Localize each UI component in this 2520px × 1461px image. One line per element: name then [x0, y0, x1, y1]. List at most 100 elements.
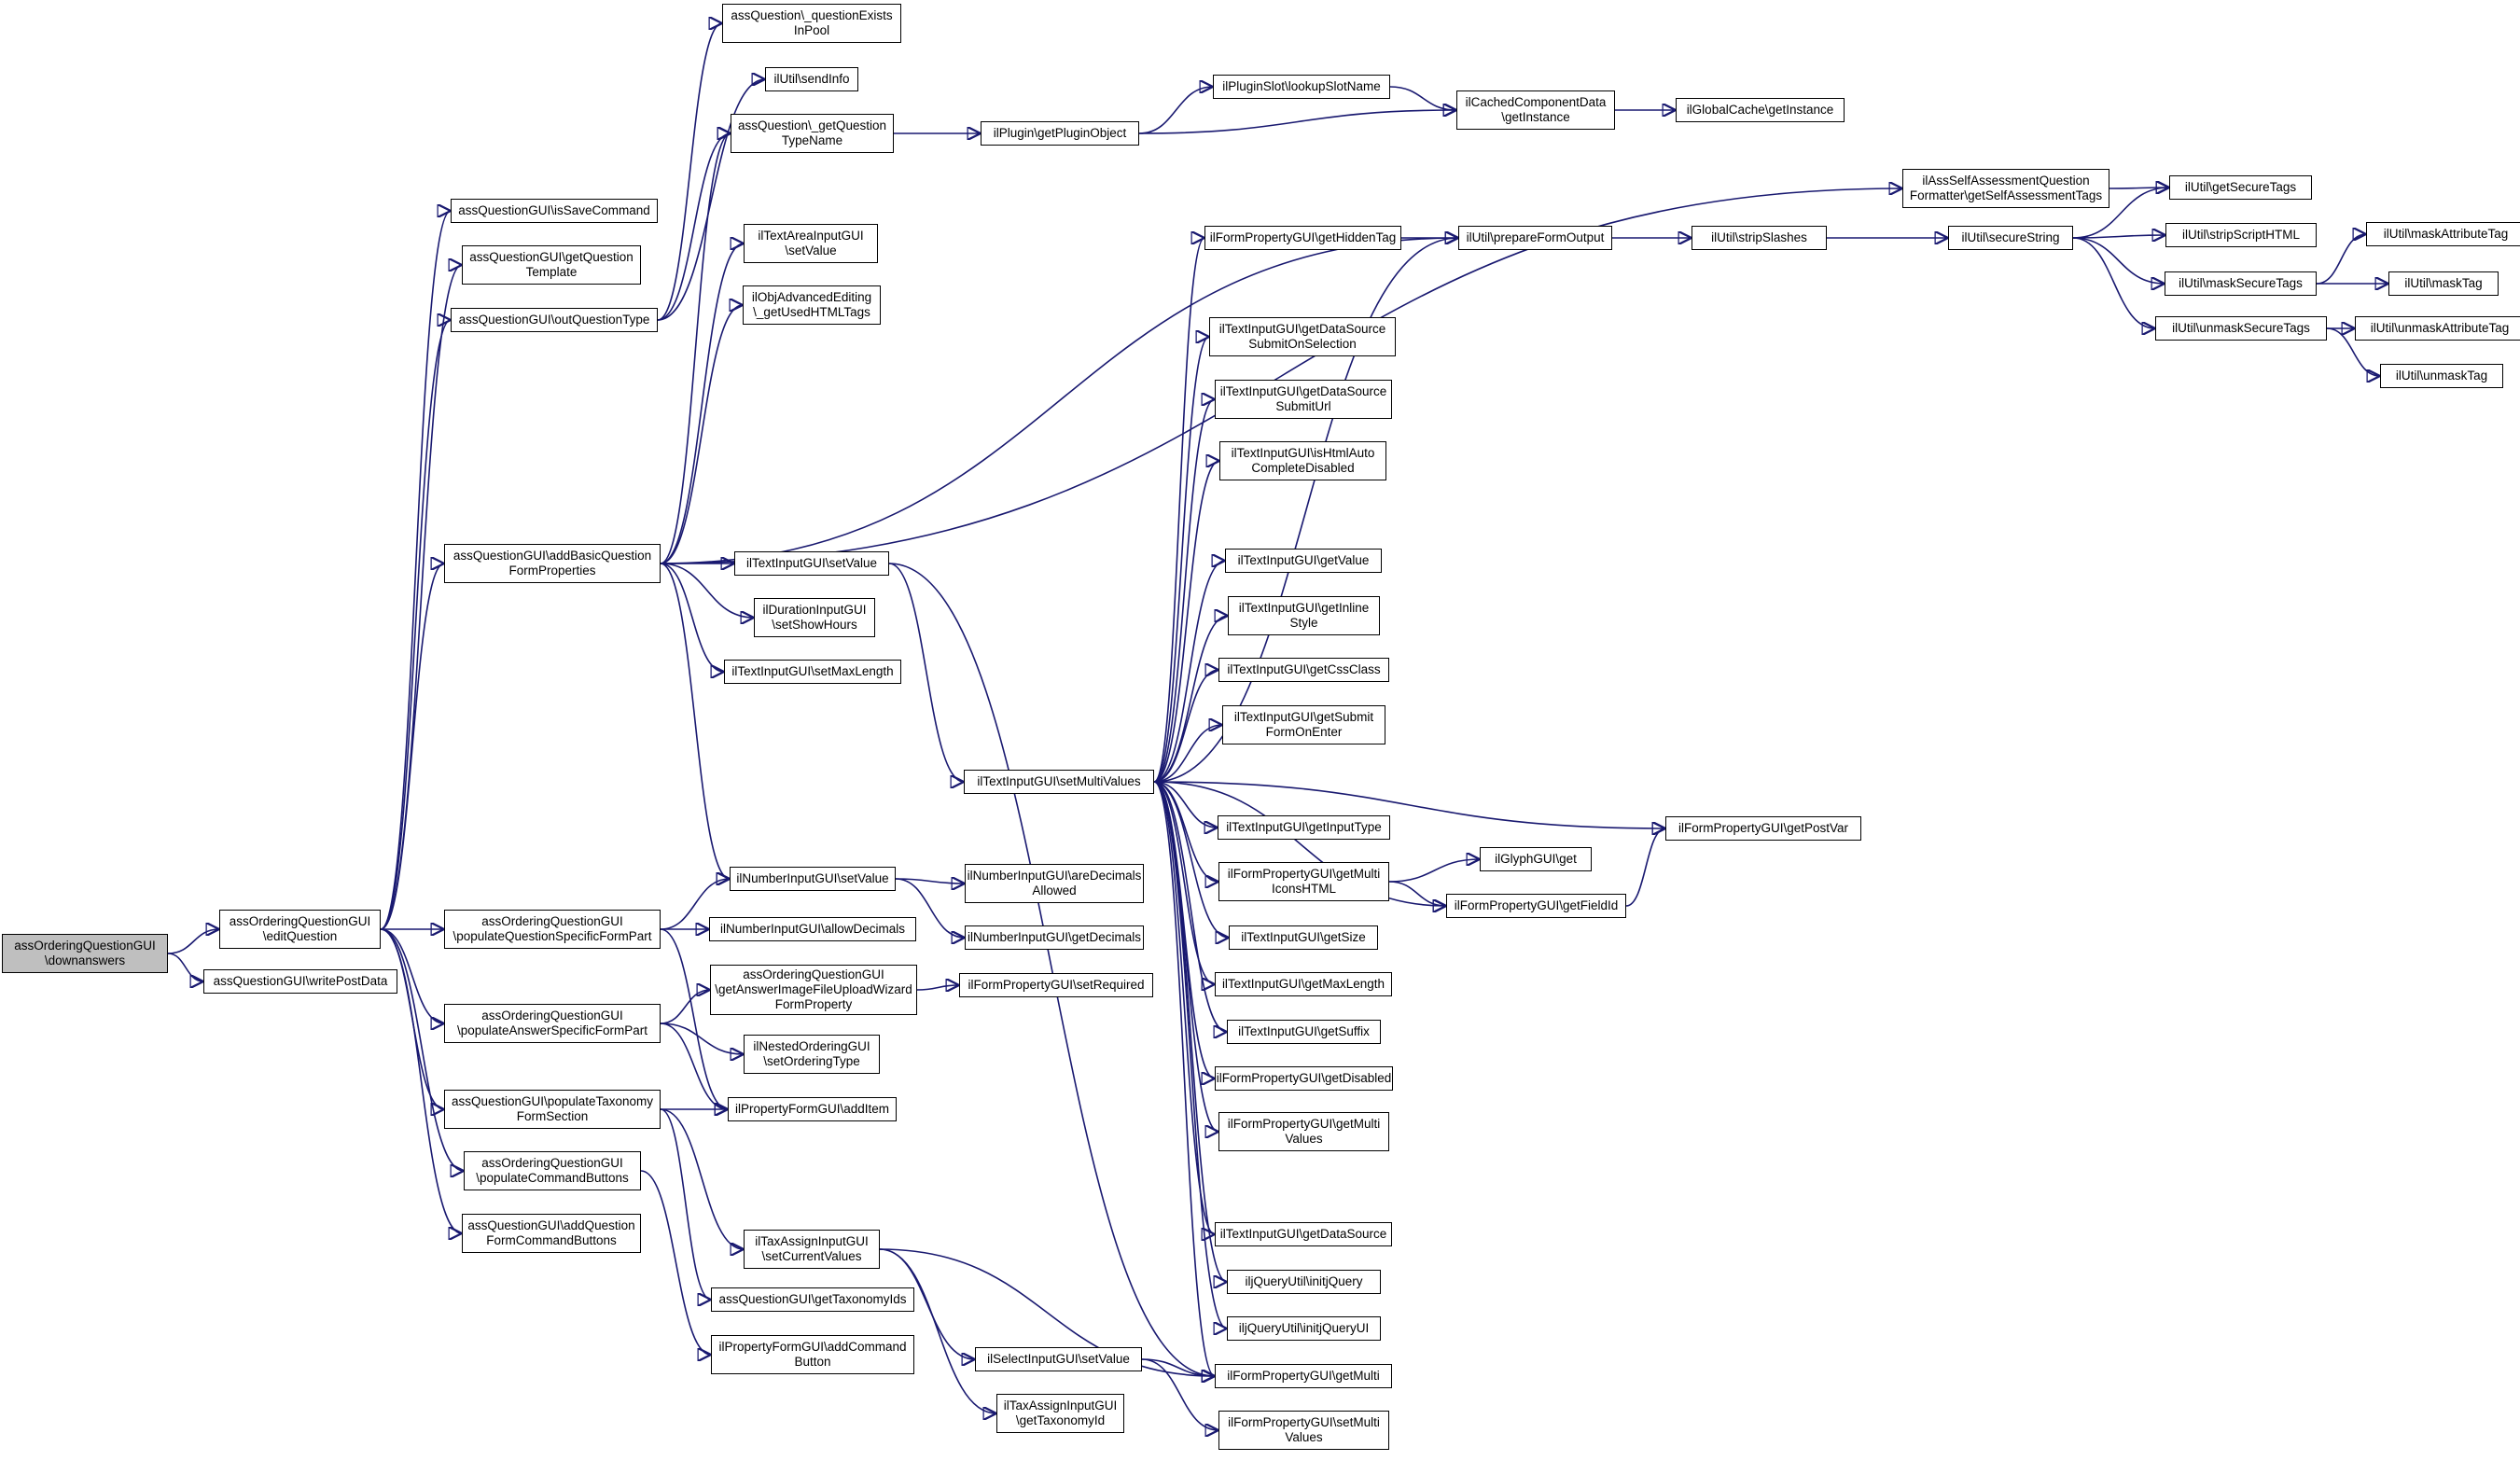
node-tigetinlinestyle[interactable]: ilTextInputGUI\getInline Style — [1228, 596, 1380, 635]
node-tasetvalue[interactable]: ilTextAreaInputGUI \setValue — [744, 224, 878, 263]
node-prepareformoutput[interactable]: ilUtil\prepareFormOutput — [1458, 226, 1612, 250]
node-globalcachegetinstance[interactable]: ilGlobalCache\getInstance — [1676, 98, 1845, 122]
node-numaredecimals[interactable]: ilNumberInputGUI\areDecimals Allowed — [965, 864, 1144, 903]
node-fpgetmultiicons[interactable]: ilFormPropertyGUI\getMulti IconsHTML — [1218, 862, 1389, 901]
node-writepostdata[interactable]: assQuestionGUI\writePostData — [203, 969, 397, 994]
node-tigetsubmitonenter[interactable]: ilTextInputGUI\getSubmit FormOnEnter — [1222, 705, 1385, 744]
node-unmasktag[interactable]: ilUtil\unmaskTag — [2380, 364, 2503, 388]
node-tigetdssubmiturl[interactable]: ilTextInputGUI\getDataSource SubmitUrl — [1215, 380, 1392, 419]
node-stripslashes[interactable]: ilUtil\stripSlashes — [1692, 226, 1827, 250]
node-tigetdssubmitonsel[interactable]: ilTextInputGUI\getDataSource SubmitOnSel… — [1209, 317, 1396, 356]
node-taxsetcurrent[interactable]: ilTaxAssignInputGUI \setCurrentValues — [744, 1230, 880, 1269]
edge-editquestion-to-addquestionformcmd — [380, 928, 463, 1233]
node-fpgetmulti[interactable]: ilFormPropertyGUI\getMulti — [1215, 1364, 1392, 1388]
edge-populatetaxonomy-to-gettaxonomyids — [660, 1108, 712, 1300]
node-label: ilUtil\stripSlashes — [1711, 230, 1807, 244]
edge-tisetmultivalues-to-fpgetpostvar — [1153, 781, 1665, 828]
node-tigetsuffix[interactable]: ilTextInputGUI\getSuffix — [1227, 1020, 1381, 1044]
edge-tisetmultivalues-to-tigetdatasource — [1153, 781, 1216, 1234]
edge-populatecmdbuttons-to-propaddcmdbutton — [640, 1170, 712, 1355]
node-label: ilTextInputGUI\getCssClass — [1227, 662, 1381, 676]
node-label: ilTextInputGUI\getDataSource SubmitOnSel… — [1218, 322, 1386, 351]
node-jqinitjquery[interactable]: iljQueryUtil\initjQuery — [1227, 1270, 1381, 1294]
node-securestring[interactable]: ilUtil\secureString — [1948, 226, 2073, 250]
node-cachedgetinstance[interactable]: ilCachedComponentData \getInstance — [1456, 90, 1615, 130]
node-tigetcssclass[interactable]: ilTextInputGUI\getCssClass — [1218, 658, 1389, 682]
node-tisetmaxlength[interactable]: ilTextInputGUI\setMaxLength — [724, 660, 901, 684]
node-tisetvalue[interactable]: ilTextInputGUI\setValue — [734, 551, 889, 576]
node-populateqspecific[interactable]: assOrderingQuestionGUI \populateQuestion… — [444, 910, 661, 949]
node-label: ilTextInputGUI\getDataSource — [1219, 1227, 1387, 1241]
node-selsetvalue[interactable]: ilSelectInputGUI\setValue — [975, 1347, 1142, 1371]
node-glyphget[interactable]: ilGlyphGUI\get — [1480, 847, 1592, 871]
node-editquestion[interactable]: assOrderingQuestionGUI \editQuestion — [219, 910, 381, 949]
node-stripscripthtml[interactable]: ilUtil\stripScriptHTML — [2165, 223, 2317, 247]
node-numallowdecimals[interactable]: ilNumberInputGUI\allowDecimals — [709, 917, 916, 941]
node-tigetvalue[interactable]: ilTextInputGUI\getValue — [1225, 549, 1382, 573]
edge-tisetmultivalues-to-fpgetfieldid — [1153, 781, 1446, 906]
node-getanswerimage[interactable]: assOrderingQuestionGUI \getAnswerImageFi… — [710, 965, 917, 1015]
node-tigetsize[interactable]: ilTextInputGUI\getSize — [1229, 925, 1378, 950]
edge-editquestion-to-getquestiontemplate — [380, 265, 463, 930]
node-unmasksecuretags[interactable]: ilUtil\unmaskSecureTags — [2155, 316, 2327, 341]
node-numsetvalue[interactable]: ilNumberInputGUI\setValue — [730, 867, 896, 891]
node-fpgetmultivalues[interactable]: ilFormPropertyGUI\getMulti Values — [1218, 1112, 1389, 1151]
node-jqinitjqueryui[interactable]: iljQueryUtil\initjQueryUI — [1227, 1316, 1381, 1341]
node-label: ilTextInputGUI\getDataSource SubmitUrl — [1219, 384, 1387, 413]
node-maskattributetag[interactable]: ilUtil\maskAttributeTag — [2366, 222, 2520, 246]
node-propaddcmdbutton[interactable]: ilPropertyFormGUI\addCommand Button — [711, 1335, 914, 1374]
node-tiishtmlauto[interactable]: ilTextInputGUI\isHtmlAuto CompleteDisabl… — [1219, 441, 1386, 480]
node-label: ilUtil\secureString — [1961, 230, 2060, 244]
node-tisetmultivalues[interactable]: ilTextInputGUI\setMultiValues — [964, 770, 1154, 794]
node-getpluginobject[interactable]: ilPlugin\getPluginObject — [981, 121, 1139, 146]
edge-fpgetmultiicons-to-glyphget — [1388, 859, 1480, 883]
node-fpgetdisabled[interactable]: ilFormPropertyGUI\getDisabled — [1215, 1066, 1393, 1091]
node-label: ilObjAdvancedEditing \_getUsedHTMLTags — [751, 290, 872, 319]
node-fpsetmultivalues[interactable]: ilFormPropertyGUI\setMulti Values — [1218, 1411, 1389, 1450]
node-sendinfo[interactable]: ilUtil\sendInfo — [765, 67, 858, 91]
node-outquestiontype[interactable]: assQuestionGUI\outQuestionType — [451, 308, 658, 332]
edge-tisetmultivalues-to-tigetinlinestyle — [1153, 616, 1229, 783]
node-getqtypename[interactable]: assQuestion\_getQuestion TypeName — [731, 114, 894, 153]
node-label: assQuestion\_questionExists InPool — [731, 8, 893, 37]
node-getquestiontemplate[interactable]: assQuestionGUI\getQuestion Template — [462, 245, 641, 285]
edge-populateqspecific-to-propadditem — [660, 928, 729, 1109]
node-fpgetfieldid[interactable]: ilFormPropertyGUI\getFieldId — [1446, 894, 1626, 918]
node-getusedhtmltags[interactable]: ilObjAdvancedEditing \_getUsedHTMLTags — [743, 285, 881, 325]
node-tigetmaxlength[interactable]: ilTextInputGUI\getMaxLength — [1215, 972, 1392, 996]
node-fpgetpostvar[interactable]: ilFormPropertyGUI\getPostVar — [1665, 816, 1861, 841]
node-populatecmdbuttons[interactable]: assOrderingQuestionGUI \populateCommandB… — [464, 1151, 641, 1190]
edge-addbasicquestion-to-numsetvalue — [660, 563, 731, 879]
node-selfassesstags[interactable]: ilAssSelfAssessmentQuestion Formatter\ge… — [1902, 169, 2109, 208]
node-addquestionformcmd[interactable]: assQuestionGUI\addQuestion FormCommandBu… — [462, 1214, 641, 1253]
node-fpgethiddentag[interactable]: ilFormPropertyGUI\getHiddenTag — [1204, 226, 1401, 250]
node-unmaskattributetag[interactable]: ilUtil\unmaskAttributeTag — [2355, 316, 2520, 341]
node-getsecuretags[interactable]: ilUtil\getSecureTags — [2169, 175, 2312, 200]
node-tigetdatasource[interactable]: ilTextInputGUI\getDataSource — [1215, 1222, 1392, 1246]
node-lookupslotname[interactable]: ilPluginSlot\lookupSlotName — [1213, 75, 1390, 99]
node-label: ilPlugin\getPluginObject — [993, 126, 1127, 140]
node-nestedsetordering[interactable]: ilNestedOrderingGUI \setOrderingType — [744, 1035, 880, 1074]
node-label: ilAssSelfAssessmentQuestion Formatter\ge… — [1909, 174, 2103, 202]
node-issavecommand[interactable]: assQuestionGUI\isSaveCommand — [451, 199, 658, 223]
node-dursetshowhours[interactable]: ilDurationInputGUI \setShowHours — [754, 598, 875, 637]
edge-taxsetcurrent-to-fpgetmulti — [879, 1248, 1215, 1376]
node-label: ilTextInputGUI\getValue — [1237, 553, 1370, 567]
node-qexistsinpool[interactable]: assQuestion\_questionExists InPool — [722, 4, 901, 43]
node-populateansspecific[interactable]: assOrderingQuestionGUI \populateAnswerSp… — [444, 1004, 661, 1043]
node-numgetdecimals[interactable]: ilNumberInputGUI\getDecimals — [965, 925, 1144, 950]
node-masktag[interactable]: ilUtil\maskTag — [2388, 271, 2499, 296]
edge-editquestion-to-outquestiontype — [380, 320, 452, 930]
node-masksecuretags[interactable]: ilUtil\maskSecureTags — [2165, 271, 2317, 296]
node-root[interactable]: assOrderingQuestionGUI \downanswers — [2, 934, 168, 973]
node-taxgettaxid[interactable]: ilTaxAssignInputGUI \getTaxonomyId — [996, 1394, 1124, 1433]
node-fpsetrequired[interactable]: ilFormPropertyGUI\setRequired — [959, 973, 1153, 997]
node-propadditem[interactable]: ilPropertyFormGUI\addItem — [728, 1097, 897, 1121]
node-populatetaxonomy[interactable]: assQuestionGUI\populateTaxonomy FormSect… — [444, 1090, 661, 1129]
node-addbasicquestion[interactable]: assQuestionGUI\addBasicQuestion FormProp… — [444, 544, 661, 583]
node-label: ilUtil\maskTag — [2404, 276, 2483, 290]
node-label: ilTextInputGUI\getInputType — [1226, 820, 1382, 834]
edge-outquestiontype-to-qexistsinpool — [657, 23, 723, 321]
node-gettaxonomyids[interactable]: assQuestionGUI\getTaxonomyIds — [711, 1287, 914, 1312]
node-tigetinputtype[interactable]: ilTextInputGUI\getInputType — [1218, 815, 1390, 840]
